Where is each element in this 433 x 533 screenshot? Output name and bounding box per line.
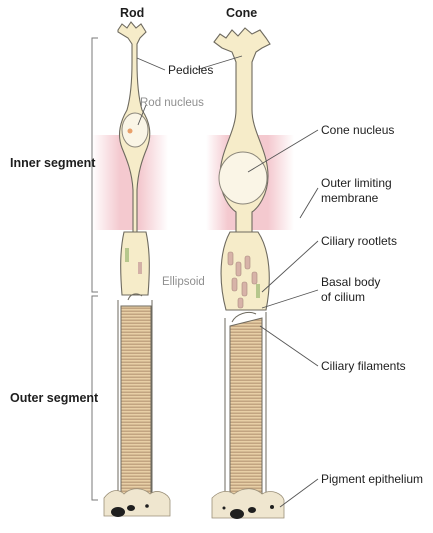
rod-cell bbox=[117, 21, 153, 498]
cone-nucleus-label: Cone nucleus bbox=[321, 123, 395, 137]
pedicles-label: Pedicles bbox=[168, 63, 214, 77]
pigment-epithelium-label: Pigment epithelium bbox=[321, 472, 424, 486]
outer-limiting-label-1: Outer limiting bbox=[321, 176, 392, 190]
pigment-epithelium-shape bbox=[103, 488, 285, 519]
rod-nucleus-shape bbox=[121, 112, 149, 148]
inner-segment-label: Inner segment bbox=[10, 156, 96, 170]
ciliary-filaments-label: Ciliary filaments bbox=[321, 359, 406, 373]
basal-body-label-1: Basal body bbox=[321, 275, 381, 289]
rod-outer-segment bbox=[120, 305, 152, 497]
cone-title: Cone bbox=[226, 6, 258, 20]
cone-cell bbox=[213, 27, 271, 498]
outer-segment-label: Outer segment bbox=[10, 391, 99, 405]
rod-nucleus-label: Rod nucleus bbox=[140, 97, 204, 109]
ciliary-rootlets-label: Ciliary rootlets bbox=[321, 234, 398, 248]
outer-segment-bracket bbox=[91, 295, 98, 501]
outer-limiting-label-2: membrane bbox=[321, 191, 379, 205]
leader-lines bbox=[136, 55, 319, 508]
cone-nucleus-shape bbox=[218, 151, 268, 205]
ellipsoid-label: Ellipsoid bbox=[162, 276, 205, 288]
basal-body-label-2: of cilium bbox=[321, 290, 366, 304]
rod-title: Rod bbox=[120, 6, 145, 20]
cone-outer-segment bbox=[229, 317, 263, 497]
inner-segment-bracket bbox=[91, 37, 98, 293]
